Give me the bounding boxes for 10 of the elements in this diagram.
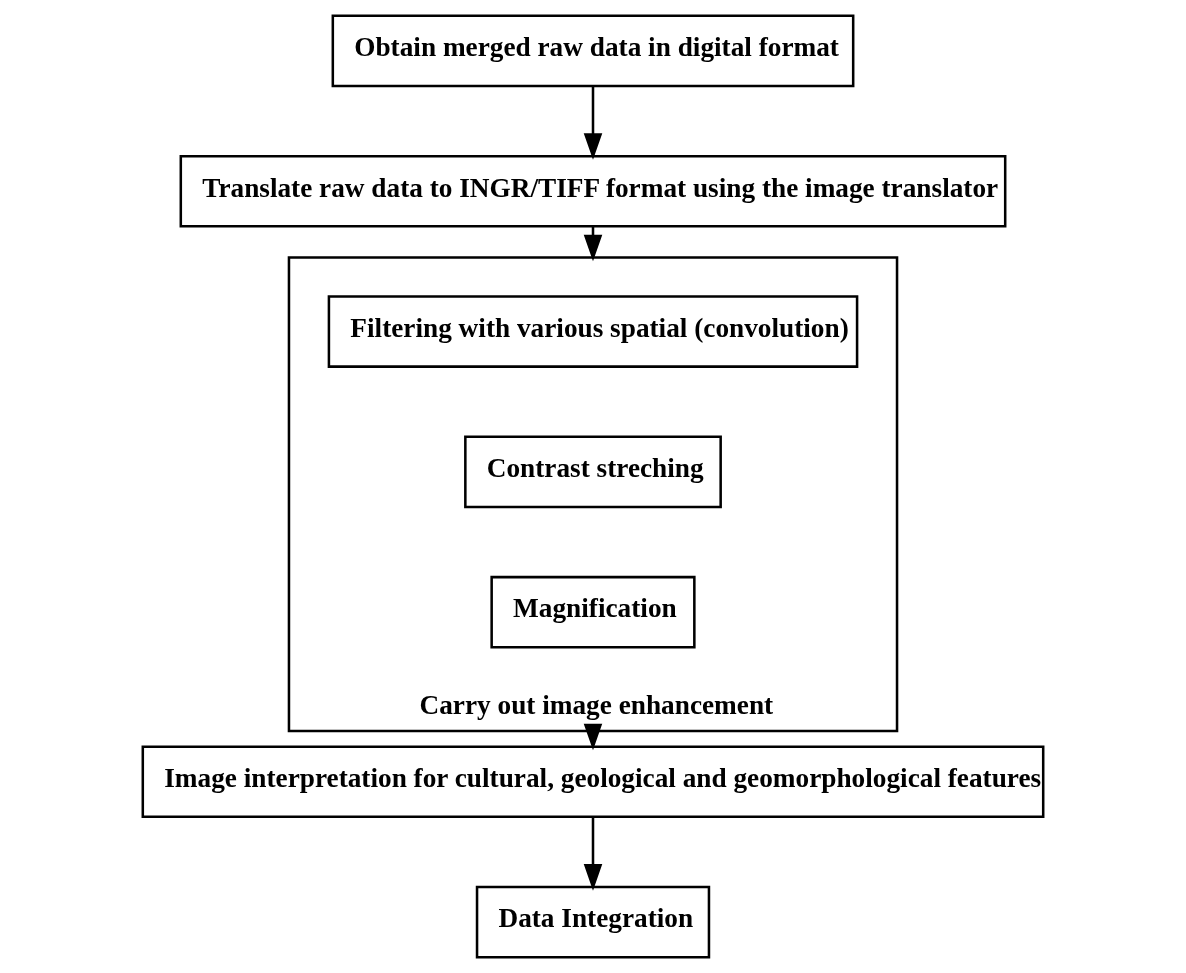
node-box: Translate raw data to INGR/TIFF format using the image translator	[179, 154, 1007, 228]
node-box: Contrast streching	[464, 435, 722, 509]
arrow	[583, 817, 603, 891]
arrow	[583, 86, 603, 160]
node-box: Filtering with various spatial (convolution)	[327, 295, 859, 368]
node-box: Magnification	[490, 575, 696, 649]
arrow	[583, 723, 603, 751]
node-box: Image interpretation for cultural, geological and geomorphological features	[141, 745, 1045, 819]
node-box: Data Integration	[475, 885, 711, 959]
node-box: Obtain merged raw data in digital format	[331, 14, 855, 88]
